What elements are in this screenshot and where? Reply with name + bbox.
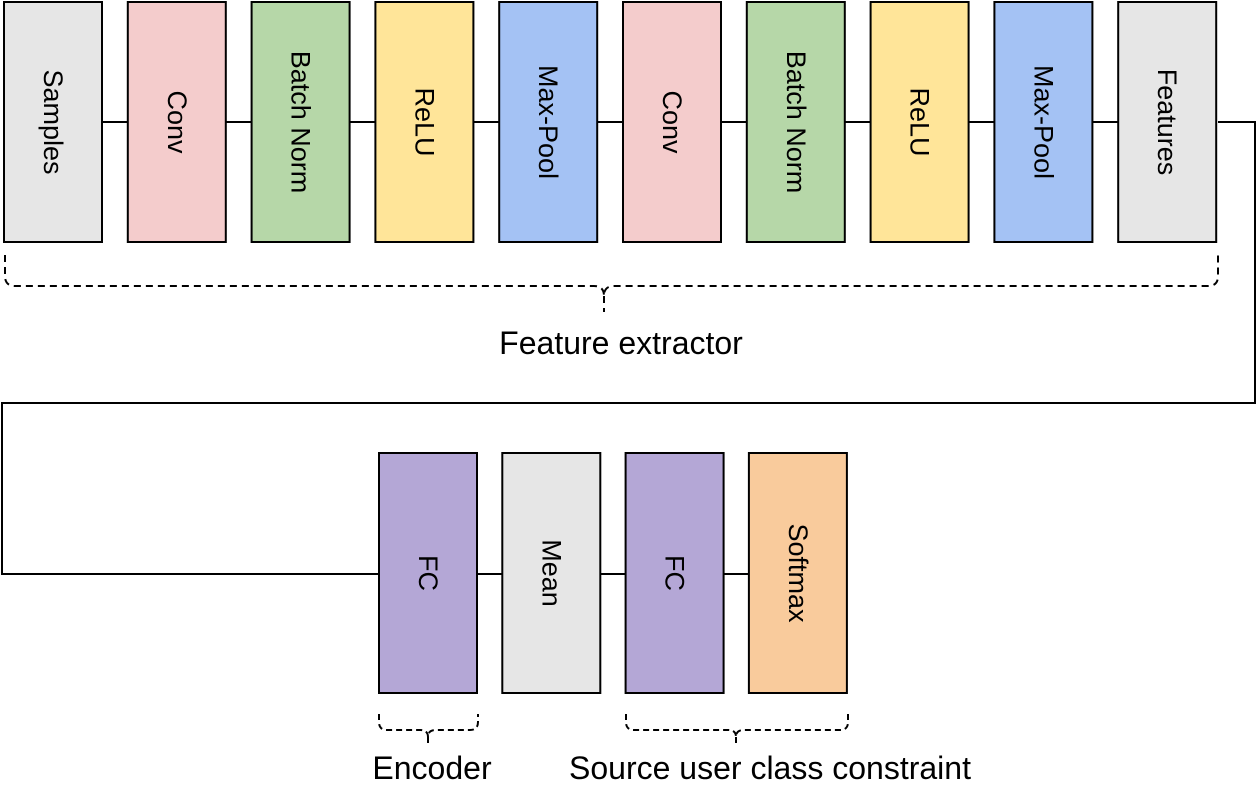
block-label: Samples (38, 69, 68, 174)
bottom-block-mean: Mean (501, 452, 602, 694)
block-rect (869, 1, 970, 243)
block-rect (624, 452, 725, 694)
block-rect (747, 452, 848, 694)
block-rect (3, 1, 103, 243)
feature-extractor-blocks: Samples Conv Batch Norm ReLU Max-Pool Conv Bat… (3, 1, 1218, 243)
top-block-conv: Conv (126, 1, 227, 243)
classifier-blocks: FC Mean FC Softmax (378, 452, 848, 694)
block-rect (498, 1, 599, 243)
block-label: ReLU (409, 87, 439, 156)
top-block-features: Features (1117, 1, 1218, 243)
top-block-samples: Samples (3, 1, 103, 243)
top-block-batch-norm: Batch Norm (250, 1, 351, 243)
block-rect (745, 1, 846, 243)
constraint-caption: Source user class constraint (569, 750, 971, 786)
bottom-block-fc: FC (378, 452, 478, 694)
feature-extractor-caption: Feature extractor (499, 325, 743, 361)
top-block-relu: ReLU (869, 1, 970, 243)
block-label: Conv (162, 90, 192, 154)
block-label: FC (660, 555, 690, 591)
block-label: Conv (657, 90, 687, 154)
block-label: ReLU (905, 87, 935, 156)
bottom-block-fc: FC (624, 452, 725, 694)
bottom-block-softmax: Softmax (747, 452, 848, 694)
block-label: Batch Norm (781, 51, 811, 194)
top-block-conv: Conv (622, 1, 722, 243)
block-label: Mean (536, 539, 566, 607)
block-label: Max-Pool (533, 65, 563, 179)
block-rect (1117, 1, 1218, 243)
feature-extractor-brace (4, 255, 1219, 312)
block-rect (622, 1, 722, 243)
top-block-max-pool: Max-Pool (993, 1, 1094, 243)
block-rect (993, 1, 1094, 243)
block-label: Softmax (783, 523, 813, 623)
block-rect (501, 452, 602, 694)
block-label: Max-Pool (1028, 65, 1058, 179)
block-rect (250, 1, 351, 243)
block-rect (126, 1, 227, 243)
row-link-connector (1, 121, 1256, 575)
block-label: FC (413, 555, 443, 591)
encoder-caption: Encoder (372, 750, 492, 786)
encoder-brace (378, 714, 479, 746)
block-label: Batch Norm (286, 51, 316, 194)
block-label: Features (1152, 69, 1182, 176)
constraint-brace (625, 714, 849, 746)
block-rect (374, 1, 475, 243)
block-rect (378, 452, 478, 694)
top-block-batch-norm: Batch Norm (745, 1, 846, 243)
top-block-max-pool: Max-Pool (498, 1, 599, 243)
top-block-relu: ReLU (374, 1, 475, 243)
